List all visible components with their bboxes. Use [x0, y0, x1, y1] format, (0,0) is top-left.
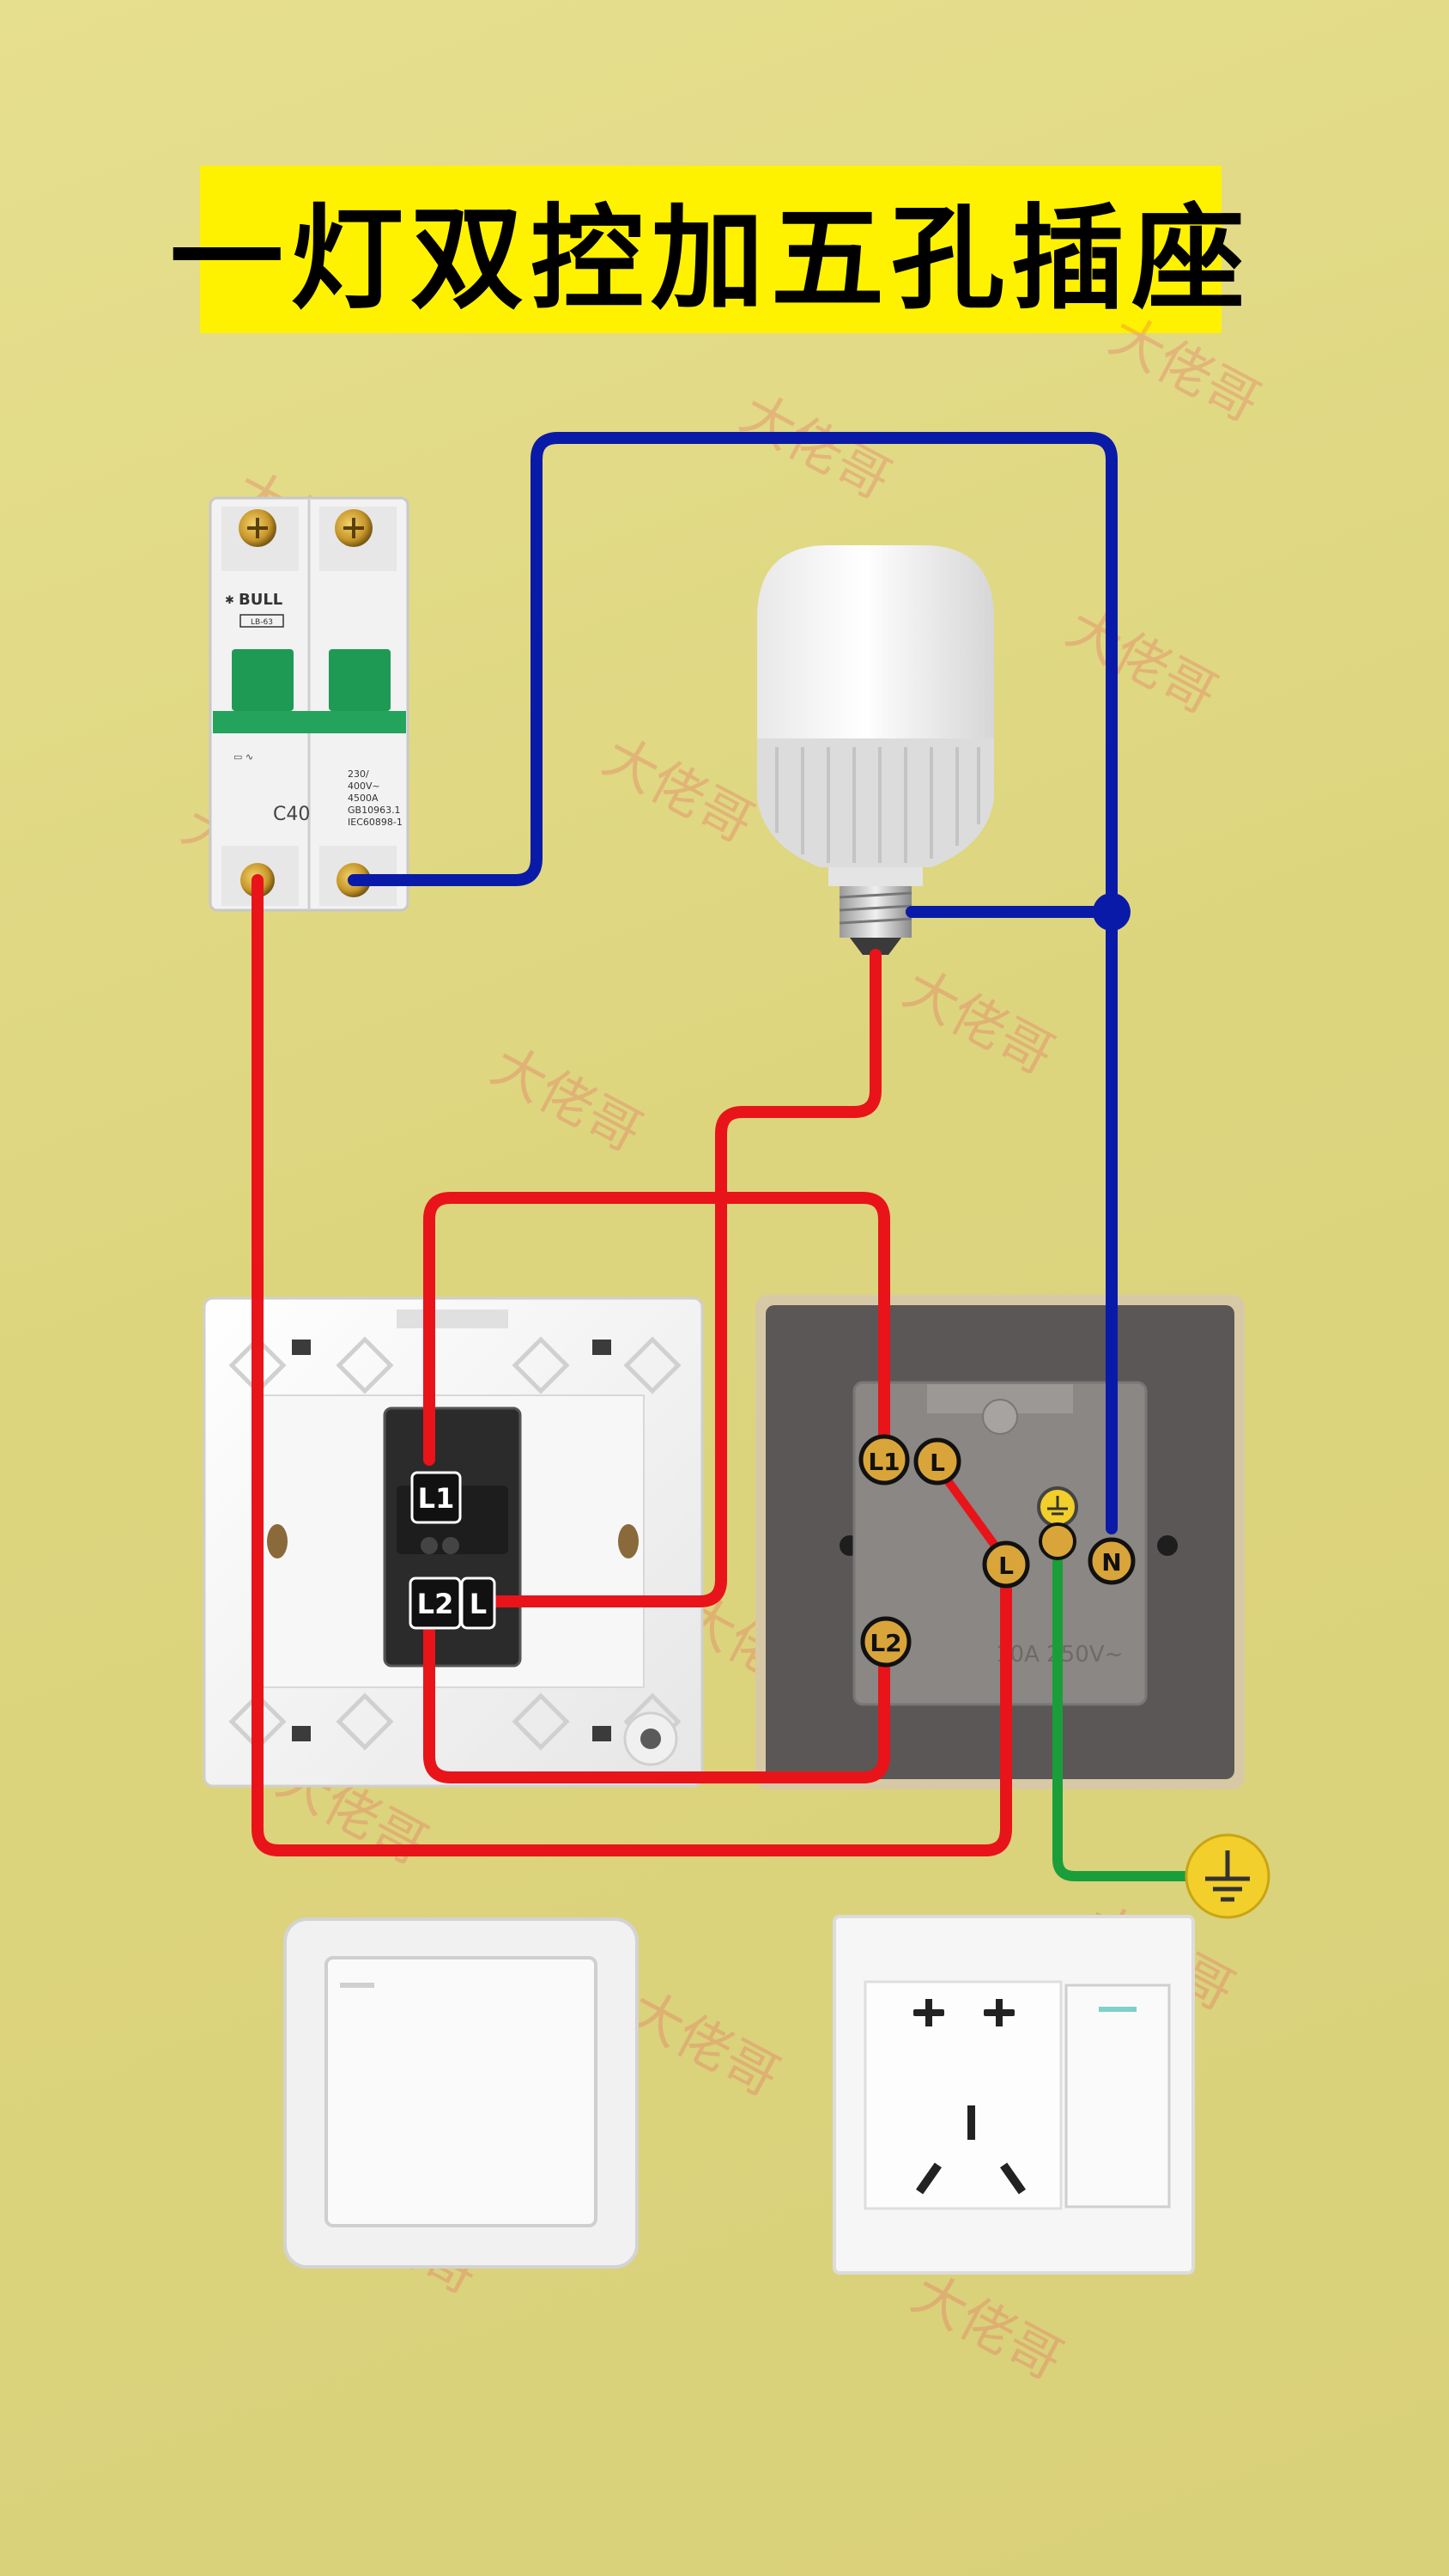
switch-front-panel — [283, 1917, 639, 2269]
breaker-handle-bar[interactable] — [213, 711, 406, 733]
circuit-breaker: ✱ BULL LB-63 ▭ ∿ C40 230/ 400V~ 4500A GB… — [209, 496, 409, 912]
svg-text:N: N — [1101, 1548, 1121, 1577]
breaker-rating: C40 — [273, 804, 310, 825]
ground-icon — [1185, 1833, 1270, 1919]
live-wire-supply — [252, 874, 1012, 1856]
breaker-spec-5: IEC60898-1 — [348, 817, 403, 828]
svg-text:L: L — [470, 1588, 487, 1620]
breaker-brand: BULL — [239, 591, 282, 609]
title-banner: 一灯双控加五孔插座 — [170, 166, 1245, 333]
switched-live-wire — [475, 949, 882, 1607]
switch-terminal-l2: L2 — [409, 1577, 462, 1630]
svg-text:L: L — [930, 1449, 945, 1477]
neutral-wire-main — [348, 432, 1118, 1534]
breaker-spec-1: 230/ — [348, 769, 369, 780]
breaker-spec-3: 4500A — [348, 793, 379, 804]
traveler-wire-1 — [423, 1192, 890, 1466]
socket-front-panel — [833, 1915, 1195, 2275]
page-title: 一灯双控加五孔插座 — [170, 193, 1252, 325]
breaker-spec-2: 400V~ — [348, 781, 380, 792]
breaker-model: LB-63 — [251, 618, 273, 627]
socket-terminal-l: L — [913, 1437, 961, 1485]
light-bulb — [757, 545, 994, 955]
svg-text:L1: L1 — [868, 1448, 900, 1476]
switch-terminal-l: L — [460, 1577, 496, 1630]
svg-text:L2: L2 — [417, 1588, 454, 1620]
earth-wire — [1052, 1532, 1203, 1881]
svg-text:L2: L2 — [870, 1629, 901, 1657]
socket-outlet-face[interactable] — [864, 1980, 1063, 2210]
three-pin-holes — [916, 2105, 1026, 2195]
socket-switch-rocker[interactable] — [1064, 1984, 1171, 2208]
two-pin-holes — [913, 1999, 1015, 2026]
svg-text:▭ ∿: ▭ ∿ — [233, 751, 253, 762]
breaker-toggle-2[interactable] — [329, 649, 391, 711]
traveler-wire-2 — [423, 1595, 890, 1783]
socket-terminal-l-inner: L — [982, 1540, 1030, 1589]
two-way-switch-back — [203, 1297, 704, 1788]
breaker-toggle-1[interactable] — [232, 649, 294, 711]
neutral-junction-dot — [1093, 893, 1131, 931]
breaker-spec-4: GB10963.1 — [348, 805, 401, 816]
switch-rocker[interactable] — [324, 1956, 597, 2227]
switch-terminal-l1: L1 — [410, 1471, 462, 1524]
socket-terminal-earth — [1037, 1486, 1078, 1560]
bull-logo-icon: ✱ — [225, 594, 234, 607]
socket-terminal-l1: L1 — [858, 1434, 910, 1485]
socket-terminal-n: N — [1088, 1537, 1136, 1585]
socket-terminal-l2: L2 — [860, 1616, 912, 1668]
svg-text:L1: L1 — [418, 1482, 455, 1515]
svg-text:L: L — [998, 1552, 1014, 1580]
